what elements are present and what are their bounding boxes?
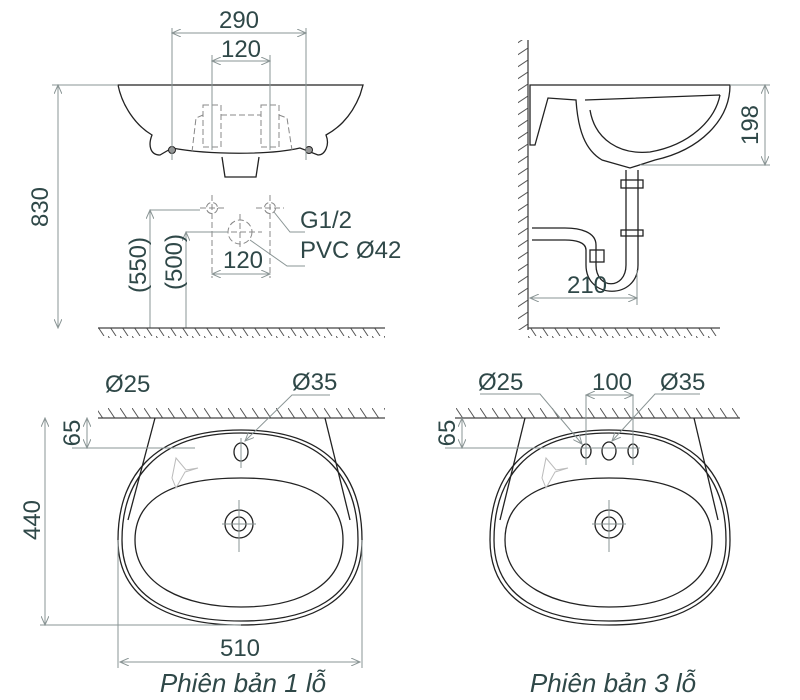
dim-side-25: Ø25 xyxy=(478,369,523,396)
dim-tap-35-3: Ø35 xyxy=(660,369,705,396)
floor-hatch-side xyxy=(528,328,720,338)
dim-overflow-25: Ø25 xyxy=(105,371,150,398)
caption-one-hole: Phiên bản 1 lỗ xyxy=(160,668,326,698)
dim-65-plan3: 65 xyxy=(434,420,461,447)
basin-side-profile xyxy=(529,84,731,169)
plan-one-hole: 65 440 510 Ø25 Ø35 Phiên bản 1 lỗ xyxy=(19,369,385,698)
trap xyxy=(532,170,639,292)
dim-tap-35: Ø35 xyxy=(292,369,337,396)
dim-198: 198 xyxy=(737,105,764,145)
dim-120-bottom: 120 xyxy=(223,247,263,274)
tap-hole-center xyxy=(601,441,617,461)
sink-outer-outline-3 xyxy=(489,429,731,626)
supply-left xyxy=(206,202,218,214)
label-g12: G1/2 xyxy=(300,207,352,234)
dim-500: (500) xyxy=(161,234,188,290)
floor-hatch xyxy=(98,328,385,338)
dim-440: 440 xyxy=(19,500,46,540)
wall-hatch xyxy=(518,40,528,330)
dim-210: 210 xyxy=(567,272,607,299)
basin-drain-stub xyxy=(221,156,260,178)
dim-120-top: 120 xyxy=(221,36,261,63)
dim-550: (550) xyxy=(125,237,152,293)
dim-510: 510 xyxy=(220,635,260,662)
plan-three-hole: 65 100 Ø25 Ø35 Phiên bản 3 lỗ xyxy=(434,369,740,698)
dim-290: 290 xyxy=(219,7,259,34)
basin-inner-outline xyxy=(134,477,344,608)
caption-three-hole: Phiên bản 3 lỗ xyxy=(530,668,696,698)
pedestal-outline xyxy=(127,417,351,521)
dim-830: 830 xyxy=(27,187,54,227)
side-view: 198 210 xyxy=(518,40,770,338)
front-view: 290 120 830 (550) (500) 120 G1/2 PVC Ø42 xyxy=(27,7,401,338)
label-pvc: PVC Ø42 xyxy=(300,237,401,264)
mount-bolt-right xyxy=(305,146,313,154)
dim-65-plan1: 65 xyxy=(59,420,86,447)
basin-front-outline xyxy=(117,84,364,156)
dim-100: 100 xyxy=(592,369,632,396)
logo-mark xyxy=(171,456,199,490)
